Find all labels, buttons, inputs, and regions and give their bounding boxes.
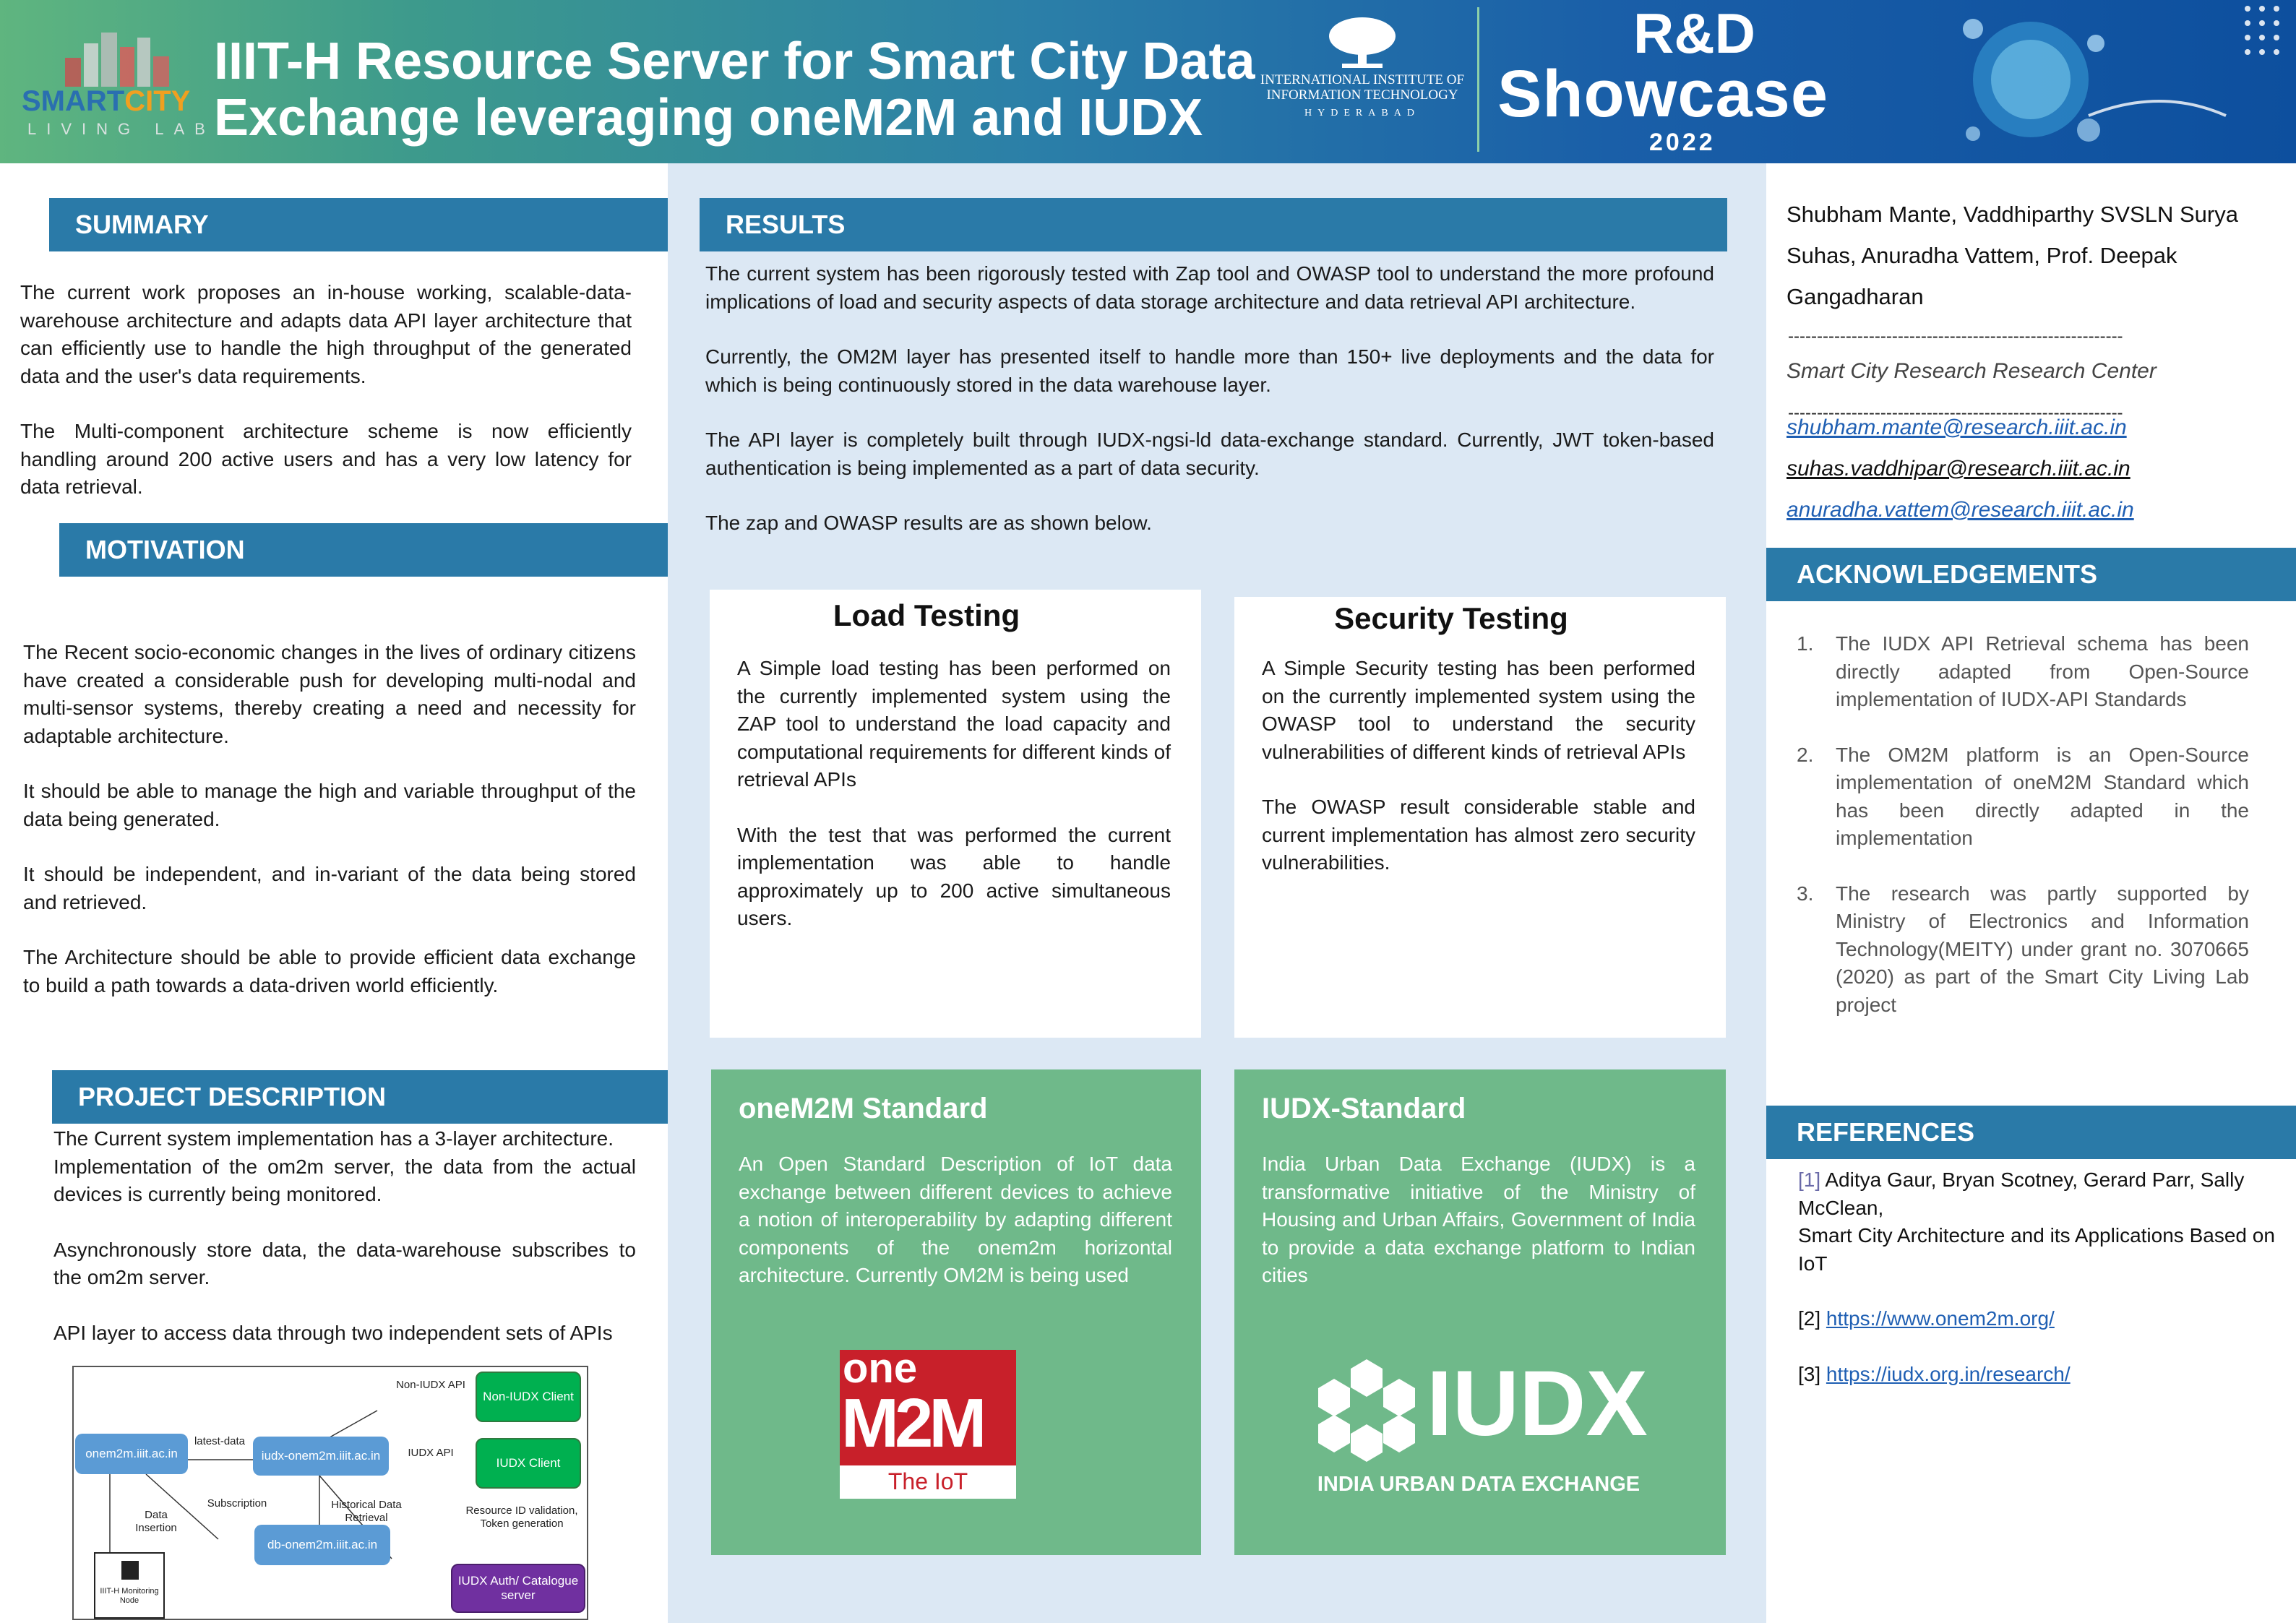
results-paragraph: Currently, the OM2M layer has presented … — [705, 345, 1714, 396]
iiit-logo: INTERNATIONAL INSTITUTE OF INFORMATION T… — [1257, 14, 1467, 123]
diagram-label-resource: Resource ID validation, Token generation — [465, 1504, 578, 1530]
virus-graphic-icon — [1963, 6, 2279, 142]
reference-2: [2] https://www.onem2m.org/ — [1798, 1307, 2055, 1330]
results-paragraph: The current system has been rigorously t… — [705, 262, 1714, 313]
iudx-title: IUDX-Standard — [1262, 1093, 1466, 1124]
summary-heading: SUMMARY — [49, 198, 668, 251]
iudx-logo-subtitle: INDIA URBAN DATA EXCHANGE — [1317, 1473, 1641, 1496]
institute-name-line1: INTERNATIONAL INSTITUTE OF — [1260, 72, 1465, 87]
list-item: 3.The research was partly supported by M… — [1797, 882, 2249, 1016]
city-skyline-icon — [65, 33, 169, 87]
motivation-heading: MOTIVATION — [59, 523, 668, 577]
diagram-label-subscription: Subscription — [207, 1497, 267, 1510]
email-link-suhas[interactable]: suhas.vaddhipar@research.iiit.ac.in — [1787, 457, 2131, 481]
onem2m-logo-tagline: The IoT Standard — [881, 1468, 975, 1499]
list-item: 2.The OM2M platform is an Open-Source im… — [1797, 743, 2249, 850]
diagram-label-non-iudx-api: Non-IUDX API — [396, 1379, 465, 1391]
reference-1-title: Smart City Architecture and its Applicat… — [1798, 1224, 2275, 1275]
motivation-body: The Recent socio-economic changes in the… — [23, 639, 636, 1027]
security-testing-box: Security Testing A Simple Security testi… — [1234, 597, 1726, 1038]
diagram-node-iudx-client: IUDX Client — [476, 1438, 581, 1489]
reference-link-iudx[interactable]: https://iudx.org.in/research/ — [1826, 1362, 2071, 1385]
onem2m-logo: one M2M The IoT Standard — [840, 1350, 1016, 1499]
institute-name-line2: INFORMATION TECHNOLOGY — [1266, 87, 1458, 103]
project-paragraph: The Current system implementation has a … — [53, 1127, 614, 1150]
project-paragraph: Asynchronously store data, the data-ware… — [53, 1238, 636, 1289]
load-testing-paragraph: A Simple load testing has been performed… — [737, 657, 1171, 791]
summary-paragraph: The current work proposes an in-house wo… — [20, 281, 632, 387]
diagram-node-iudx-onem2m: iudx-onem2m.iiit.ac.in — [253, 1437, 389, 1476]
diagram-node-onem2m: onem2m.iiit.ac.in — [75, 1434, 188, 1474]
references-list: [1] Aditya Gaur, Bryan Scotney, Gerard P… — [1798, 1166, 2275, 1388]
logo-living-lab-text: LIVING LAB — [27, 120, 215, 138]
summary-paragraph: The Multi-component architecture scheme … — [20, 420, 632, 498]
author-divider: ----------------------------------------… — [1788, 403, 2123, 423]
project-description-heading: PROJECT DESCRIPTION — [52, 1070, 668, 1124]
load-testing-box: Load Testing A Simple load testing has b… — [710, 590, 1201, 1038]
email-link-shubham[interactable]: shubham.mante@research.iiit.ac.in — [1787, 416, 2127, 439]
motivation-paragraph: The Architecture should be able to provi… — [23, 946, 636, 996]
list-item: 1.The IUDX API Retrieval schema has been… — [1797, 632, 2249, 710]
email-link-anuradha[interactable]: anuradha.vattem@research.iiit.ac.in — [1787, 498, 2134, 522]
acknowledgements-list: 1.The IUDX API Retrieval schema has been… — [1797, 630, 2249, 1046]
iudx-logo: IUDX INDIA URBAN DATA EXCHANGE — [1312, 1350, 1648, 1509]
diagram-label-latest: latest-data — [194, 1435, 246, 1447]
iudx-box: IUDX-Standard India Urban Data Exchange … — [1234, 1069, 1726, 1555]
reference-1: [1] Aditya Gaur, Bryan Scotney, Gerard P… — [1798, 1168, 2245, 1219]
diagram-node-non-iudx-client: Non-IUDX Client — [476, 1372, 581, 1422]
showcase-text: Showcase — [1497, 57, 1828, 131]
motivation-paragraph: It should be independent, and in-variant… — [23, 863, 636, 913]
reference-link-onem2m[interactable]: https://www.onem2m.org/ — [1826, 1307, 2055, 1330]
rd-showcase-logo: R&D Showcase 2022 — [1496, 0, 1901, 163]
results-paragraph: The API layer is completely built throug… — [705, 429, 1714, 479]
motivation-paragraph: The Recent socio-economic changes in the… — [23, 641, 636, 747]
poster-header: SMARTCITY LIVING LAB IIIT-H Resource Ser… — [0, 0, 2296, 163]
iudx-hexagon-icon — [1318, 1359, 1415, 1462]
project-paragraph: API layer to access data through two ind… — [53, 1321, 613, 1344]
poster-title-line1: IIIT-H Resource Server for Smart City Da… — [214, 33, 1255, 90]
rd-text: R&D — [1633, 1, 1755, 65]
logo-city-text: CITY — [124, 85, 191, 117]
onem2m-box: oneM2M Standard An Open Standard Descrip… — [711, 1069, 1201, 1555]
monitoring-node-icon — [121, 1561, 139, 1580]
iudx-text: India Urban Data Exchange (IUDX) is a tr… — [1262, 1153, 1695, 1286]
results-paragraph: The zap and OWASP results are as shown b… — [705, 512, 1152, 534]
motivation-paragraph: It should be able to manage the high and… — [23, 780, 636, 830]
load-testing-paragraph: With the test that was performed the cur… — [737, 823, 1171, 930]
logo-smart-text: SMART — [22, 85, 125, 117]
security-testing-paragraph: A Simple Security testing has been perfo… — [1262, 657, 1695, 763]
author-divider: ----------------------------------------… — [1788, 327, 2123, 346]
showcase-year: 2022 — [1649, 129, 1716, 156]
load-testing-title: Load Testing — [833, 598, 1020, 632]
onem2m-title: oneM2M Standard — [739, 1093, 988, 1124]
reference-3: [3] https://iudx.org.in/research/ — [1798, 1362, 2071, 1385]
security-testing-title: Security Testing — [1334, 601, 1568, 635]
iudx-logo-word: IUDX — [1427, 1352, 1648, 1455]
tree-emblem-icon — [1329, 17, 1396, 68]
results-heading: RESULTS — [700, 198, 1727, 251]
diagram-node-db: db-onem2m.iiit.ac.in — [254, 1525, 390, 1565]
results-body: The current system has been rigorously t… — [705, 260, 1714, 565]
diagram-node-monitoring: IIIT-H Monitoring Node — [94, 1552, 165, 1619]
diagram-label-historical: Historical Data Retrieval — [331, 1499, 402, 1524]
author-names: Shubham Mante, Vaddhiparthy SVSLN Surya … — [1787, 202, 2238, 309]
architecture-diagram: onem2m.iiit.ac.in iudx-onem2m.iiit.ac.in… — [72, 1366, 588, 1620]
diagram-label-data-insertion: Data Insertion — [135, 1509, 177, 1534]
research-center: Smart City Research Research Center — [1787, 359, 2157, 383]
header-divider — [1477, 7, 1479, 152]
institute-name-line3: HYDERABAD — [1304, 108, 1420, 119]
project-paragraph: Implementation of the om2m server, the d… — [53, 1155, 636, 1206]
onem2m-text: An Open Standard Description of IoT data… — [739, 1153, 1172, 1286]
smartcity-logo: SMARTCITY LIVING LAB — [22, 29, 205, 138]
summary-body: The current work proposes an in-house wo… — [20, 279, 632, 529]
onem2m-logo-m2m: M2M — [841, 1385, 986, 1462]
security-testing-paragraph: The OWASP result considerable stable and… — [1262, 796, 1695, 874]
acknowledgements-heading: ACKNOWLEDGEMENTS — [1766, 548, 2296, 601]
diagram-label-iudx-api: IUDX API — [408, 1447, 454, 1459]
project-description-body: The Current system implementation has a … — [53, 1125, 636, 1371]
onem2m-logo-one: one — [843, 1350, 918, 1392]
diagram-node-auth: IUDX Auth/ Catalogue server — [451, 1564, 585, 1613]
references-heading: REFERENCES — [1766, 1106, 2296, 1159]
poster-title-line2: Exchange leveraging oneM2M and IUDX — [214, 89, 1203, 147]
